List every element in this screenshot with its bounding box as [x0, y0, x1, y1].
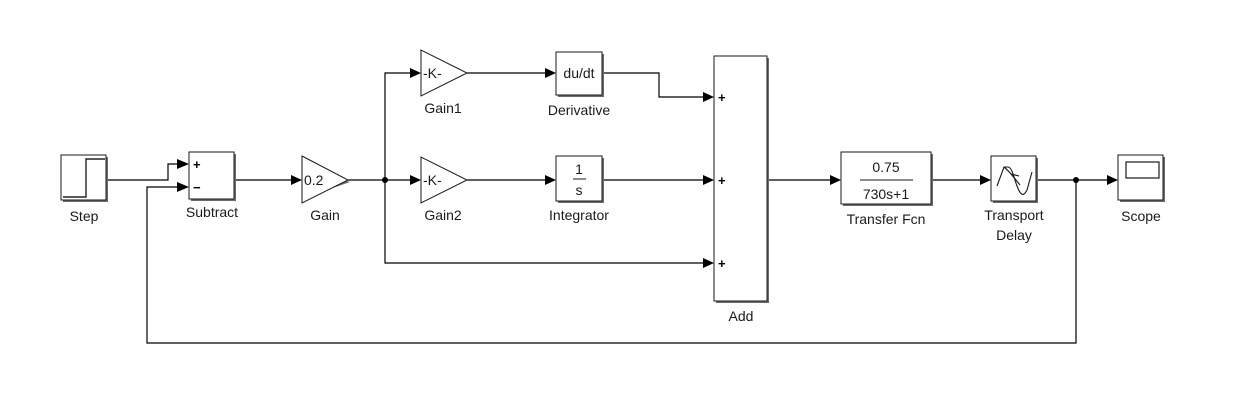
transport-delay-label-line2: Delay — [996, 227, 1032, 243]
wire-branch-to-add[interactable] — [384, 180, 708, 264]
add-block[interactable]: + + + Add — [713, 55, 769, 324]
add-sign-1: + — [718, 90, 726, 105]
subtract-block[interactable]: + − Subtract — [186, 151, 238, 220]
scope-block[interactable]: Scope — [1117, 154, 1165, 224]
transport-delay-icon — [996, 166, 1033, 195]
arrowhead — [410, 175, 421, 185]
gain-label: Gain — [310, 207, 340, 223]
arrowhead — [703, 175, 714, 185]
arrowhead — [177, 159, 189, 169]
derivative-value: du/dt — [563, 65, 594, 81]
gain1-block[interactable]: -K- Gain1 — [420, 49, 469, 116]
gain-block[interactable]: 0.2 Gain — [301, 155, 350, 223]
signal-lines — [106, 68, 1118, 344]
derivative-label: Derivative — [548, 102, 610, 118]
branch-point-output — [1073, 177, 1079, 183]
integrator-numerator: 1 — [575, 161, 583, 177]
transfer-fcn-numerator: 0.75 — [872, 159, 899, 175]
arrowhead — [703, 92, 714, 102]
transfer-fcn-label: Transfer Fcn — [847, 211, 926, 227]
arrowhead — [410, 68, 421, 78]
gain2-block[interactable]: -K- Gain2 — [420, 156, 469, 223]
branch-point-gain — [382, 177, 388, 183]
subtract-minus-sign: − — [193, 180, 201, 195]
integrator-denominator: s — [576, 182, 583, 198]
gain1-label: Gain1 — [424, 100, 462, 116]
scope-screen-icon — [1125, 161, 1160, 179]
step-block[interactable]: Step — [60, 154, 108, 224]
add-label: Add — [729, 308, 754, 324]
arrowhead — [545, 175, 556, 185]
gain2-label: Gain2 — [424, 207, 462, 223]
integrator-block[interactable]: 1 s Integrator — [549, 155, 609, 223]
wire-feedback[interactable] — [146, 180, 1077, 344]
transfer-fcn-block[interactable]: 0.75 730s+1 Transfer Fcn — [840, 151, 933, 227]
derivative-block[interactable]: du/dt Derivative — [548, 51, 610, 118]
subtract-label: Subtract — [186, 204, 238, 220]
arrowhead — [703, 258, 714, 268]
gain1-value: -K- — [423, 65, 442, 81]
wire-step-to-subtract[interactable] — [106, 163, 183, 181]
transport-delay-block[interactable]: Transport Delay — [984, 155, 1044, 243]
arrowhead — [177, 182, 189, 192]
step-function-icon — [63, 158, 105, 198]
wire-derivative-to-add[interactable] — [603, 72, 708, 98]
transport-delay-label-line1: Transport — [984, 207, 1044, 223]
add-sign-2: + — [718, 173, 726, 188]
subtract-plus-sign: + — [193, 157, 201, 172]
wire-branch-to-gain1[interactable] — [384, 72, 415, 180]
arrowhead — [1107, 175, 1118, 185]
transfer-fcn-denominator: 730s+1 — [863, 186, 910, 202]
scope-label: Scope — [1121, 208, 1161, 224]
arrowhead — [980, 175, 991, 185]
arrowhead — [830, 175, 841, 185]
gain2-value: -K- — [423, 172, 442, 188]
gain-value: 0.2 — [304, 172, 324, 188]
arrowhead — [291, 175, 302, 185]
add-sign-3: + — [718, 256, 726, 271]
arrowhead — [545, 68, 556, 78]
integrator-label: Integrator — [549, 207, 609, 223]
step-label: Step — [70, 208, 99, 224]
